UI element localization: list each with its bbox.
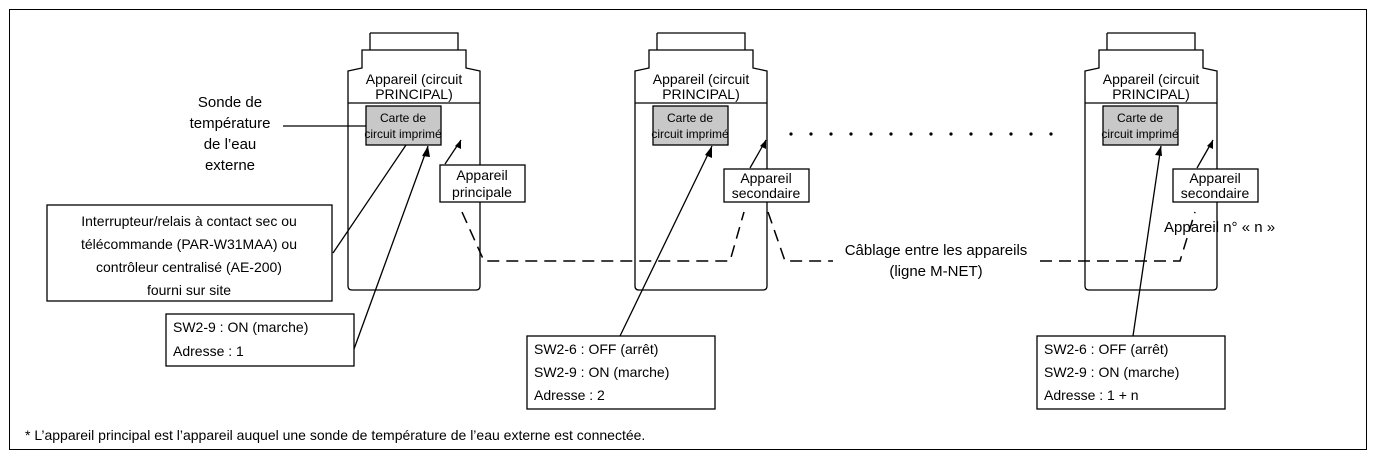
sensor-label-2: température: [190, 115, 271, 132]
role-2-label-2: secondaire: [732, 185, 801, 201]
settings-3-line-1: SW2-6 : OFF (arrêt): [1044, 341, 1168, 357]
switch-box-line-1: Interrupteur/relais à contact sec ou: [81, 213, 297, 229]
unit-3-label-2: PRINCIPAL): [1112, 86, 1190, 102]
arrow-settings-1: [422, 146, 430, 157]
role-3-label: Appareil: [1189, 170, 1240, 186]
footnote: * L’appareil principal est l’appareil au…: [25, 427, 645, 443]
settings-2-line-1: SW2-6 : OFF (arrêt): [534, 341, 658, 357]
nth-unit-label: Appareil n° « n »: [1164, 219, 1275, 236]
arrow-settings-2: [705, 146, 712, 158]
role-box-3: [1172, 168, 1259, 203]
pcb-1-label-2: circuit imprimé: [364, 127, 442, 141]
pcb-2: [652, 105, 729, 146]
unit-1-label-2: PRINCIPAL): [375, 86, 453, 102]
settings-box-3: [1036, 335, 1226, 410]
wiring-label-2: (ligne M-NET): [889, 263, 982, 280]
settings-1-leader: [353, 145, 429, 350]
settings-1-line-2: Adresse : 1: [173, 343, 244, 359]
mnet-wiring-3-in: [1040, 211, 1196, 262]
unit-1-top: [369, 32, 459, 50]
pcb-3: [1102, 105, 1179, 146]
unit-2-label-2: PRINCIPAL): [662, 86, 740, 102]
wiring-label-1: Câblage entre les appareils: [845, 242, 1028, 259]
switch-box-line-2: télécommande (PAR-W31MAA) ou: [81, 236, 297, 252]
arrow-role-2: [760, 140, 766, 149]
pcb-3-label-2: circuit imprimé: [1101, 127, 1179, 141]
pcb-1-label: Carte de: [380, 111, 426, 125]
settings-1-line-1: SW2-9 : ON (marche): [173, 319, 308, 335]
sensor-label-1: Sonde de: [198, 94, 262, 111]
settings-2-leader: [619, 145, 713, 337]
unit-2-top: [656, 32, 746, 50]
switch-box-line-4: fourni sur site: [147, 282, 231, 298]
settings-2-line-3: Adresse : 2: [534, 387, 605, 403]
arrow-settings-3: [1155, 146, 1162, 156]
role-2-label: Appareil: [740, 170, 791, 186]
role-box-1: [439, 164, 526, 203]
arrow-role-1: [455, 140, 461, 149]
settings-3-line-2: SW2-9 : ON (marche): [1044, 364, 1179, 380]
unit-1-label: Appareil (circuit: [366, 71, 463, 87]
unit-2: [634, 32, 768, 291]
role-1-label: Appareil: [456, 167, 507, 183]
unit-3-body: [1084, 49, 1218, 291]
unit-1: [347, 32, 481, 291]
mnet-wiring-2-out: [767, 211, 833, 262]
switch-connection-line: [332, 144, 407, 254]
unit-2-label: Appareil (circuit: [653, 71, 750, 87]
switch-box-line-3: contrôleur centralisé (AE-200): [96, 259, 282, 275]
unit-3-top: [1106, 32, 1196, 50]
role-3-label-2: secondaire: [1181, 185, 1250, 201]
sensor-label-4: externe: [205, 157, 255, 174]
unit-2-body: [634, 49, 768, 291]
sensor-label-3: de l’eau: [204, 136, 257, 153]
settings-3-line-3: Adresse : 1 + n: [1044, 387, 1139, 403]
pcb-2-label-2: circuit imprimé: [651, 127, 729, 141]
arrow-role-3: [1207, 140, 1213, 149]
role-box-2: [723, 168, 810, 203]
unit-3-label: Appareil (circuit: [1103, 71, 1200, 87]
mnet-wiring-1-2: [461, 211, 745, 262]
switch-box: [46, 204, 333, 302]
unit-3: [1084, 32, 1218, 291]
diagram-frame: [9, 9, 1367, 450]
settings-box-1: [165, 313, 355, 367]
role-1-label-2: principale: [452, 184, 512, 200]
unit-1-body: [347, 49, 481, 291]
continuation-dots: [789, 132, 1053, 136]
settings-2-line-2: SW2-9 : ON (marche): [534, 364, 669, 380]
settings-box-2: [526, 335, 716, 410]
pcb-3-label: Carte de: [1117, 111, 1163, 125]
pcb-2-label: Carte de: [667, 111, 713, 125]
settings-3-leader: [1132, 145, 1162, 337]
